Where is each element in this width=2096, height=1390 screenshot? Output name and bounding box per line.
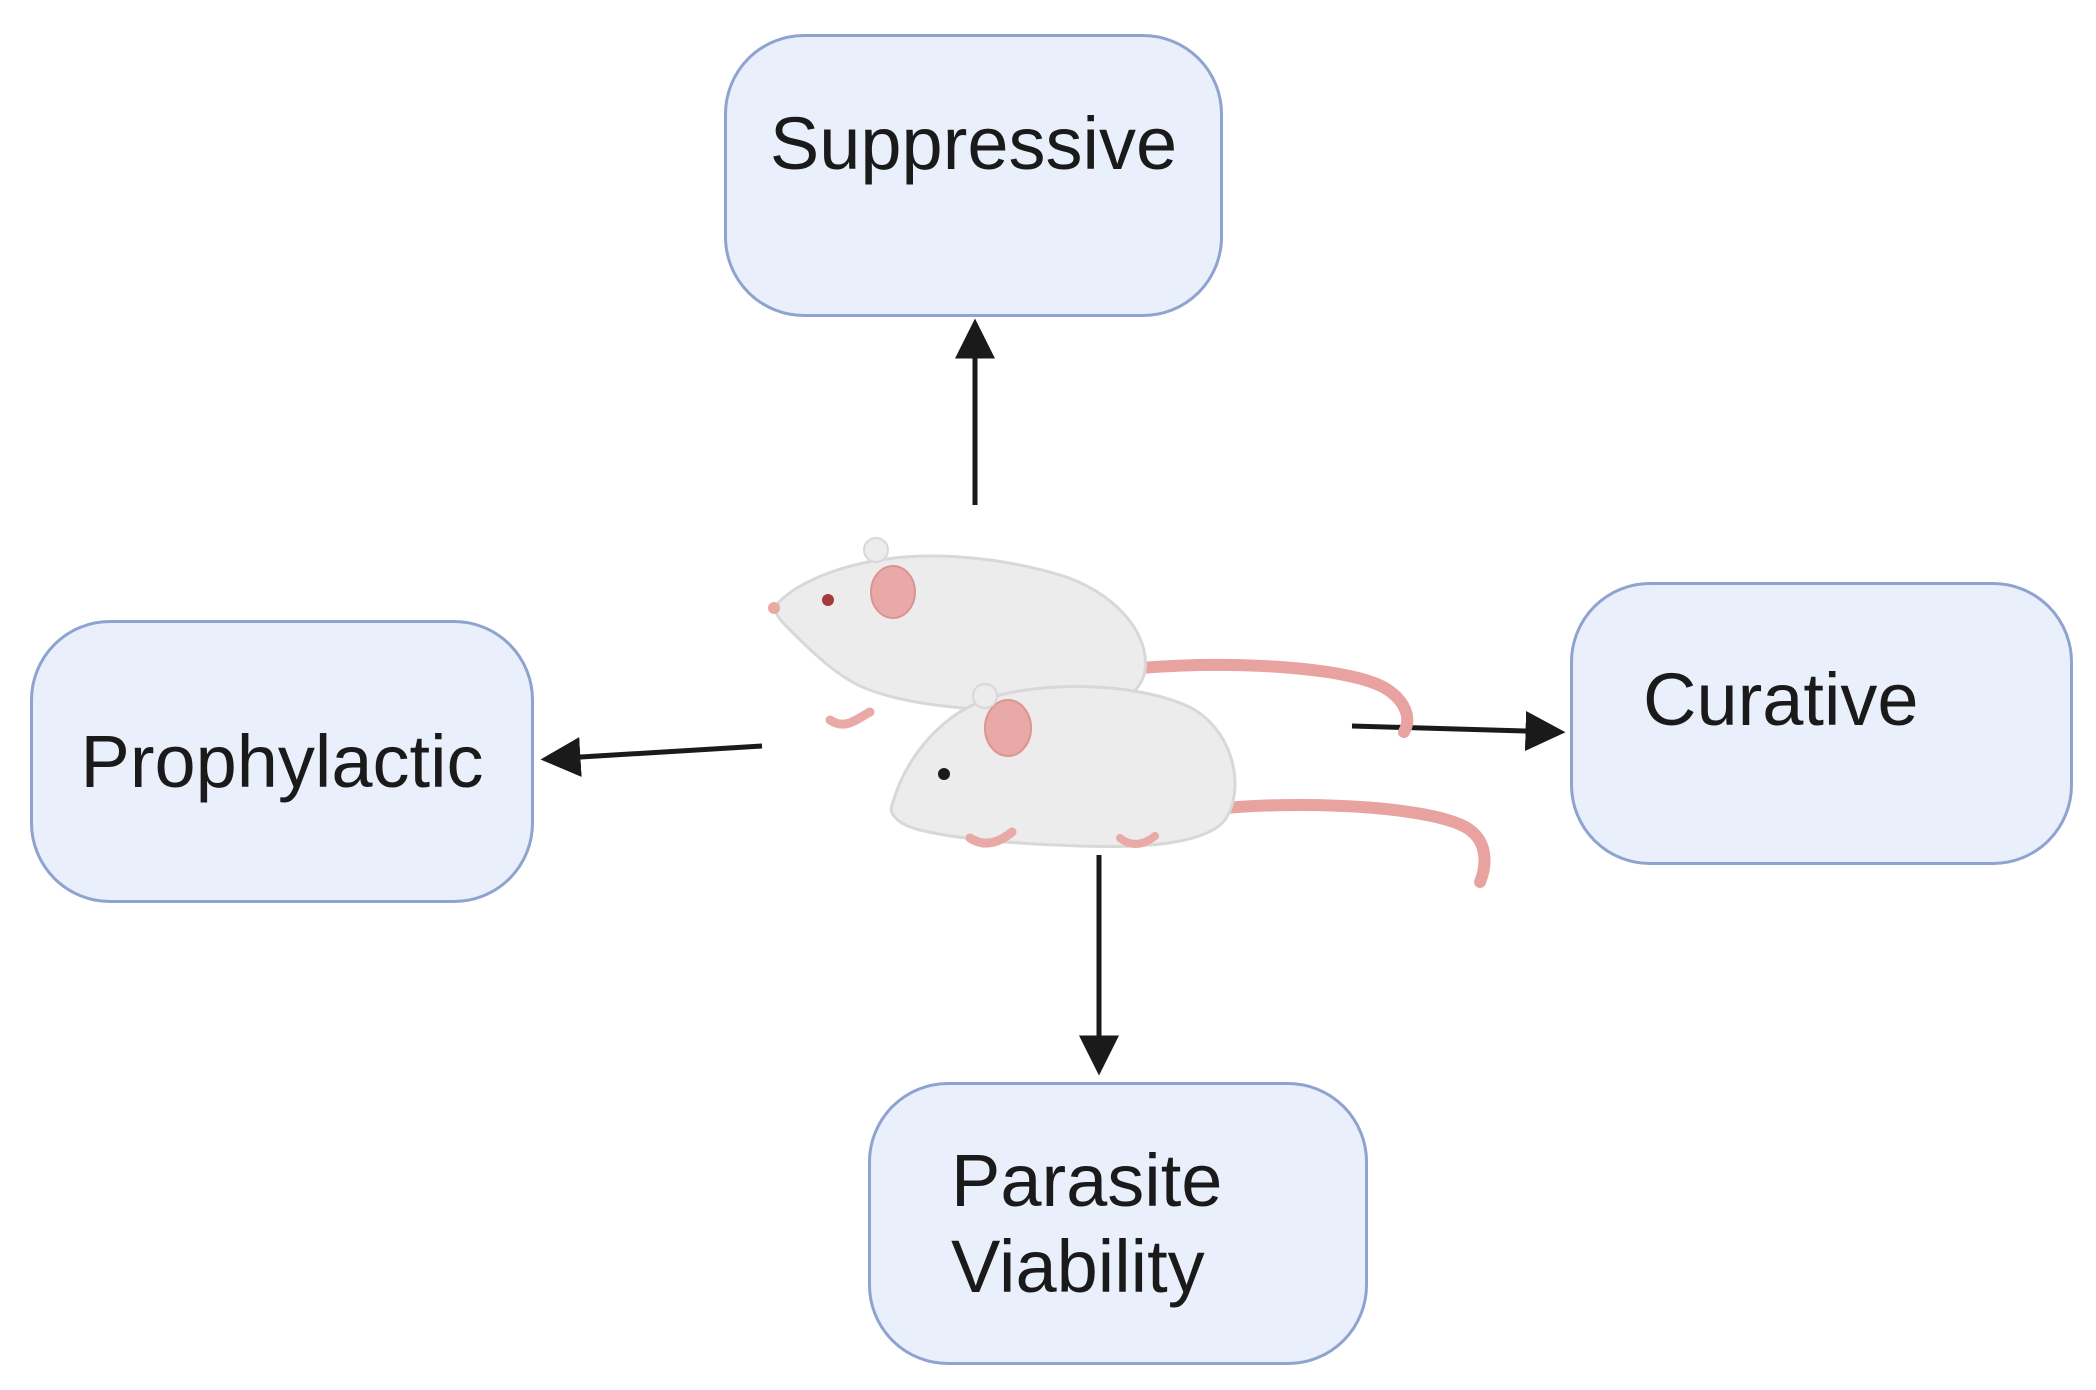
mouse-back-icon: [768, 537, 1414, 738]
parasite-viability-node: Parasite Viability: [868, 1082, 1368, 1365]
prophylactic-node: Prophylactic: [30, 620, 534, 903]
mouse-front-icon: [889, 683, 1491, 888]
arrow-to-curative: [1351, 711, 1566, 752]
suppressive-label: Suppressive: [769, 102, 1178, 185]
parasite-viability-label-line1: Parasite: [951, 1139, 1223, 1223]
prophylactic-label: Prophylactic: [80, 719, 484, 803]
mice-icon: [768, 537, 1491, 888]
curative-label: Curative: [1643, 658, 1919, 741]
suppressive-node: Suppressive: [724, 34, 1223, 317]
arrow-to-prophylactic: [540, 737, 763, 777]
parasite-viability-label-line2: Viability: [951, 1224, 1205, 1308]
curative-node: Curative: [1570, 582, 2073, 865]
